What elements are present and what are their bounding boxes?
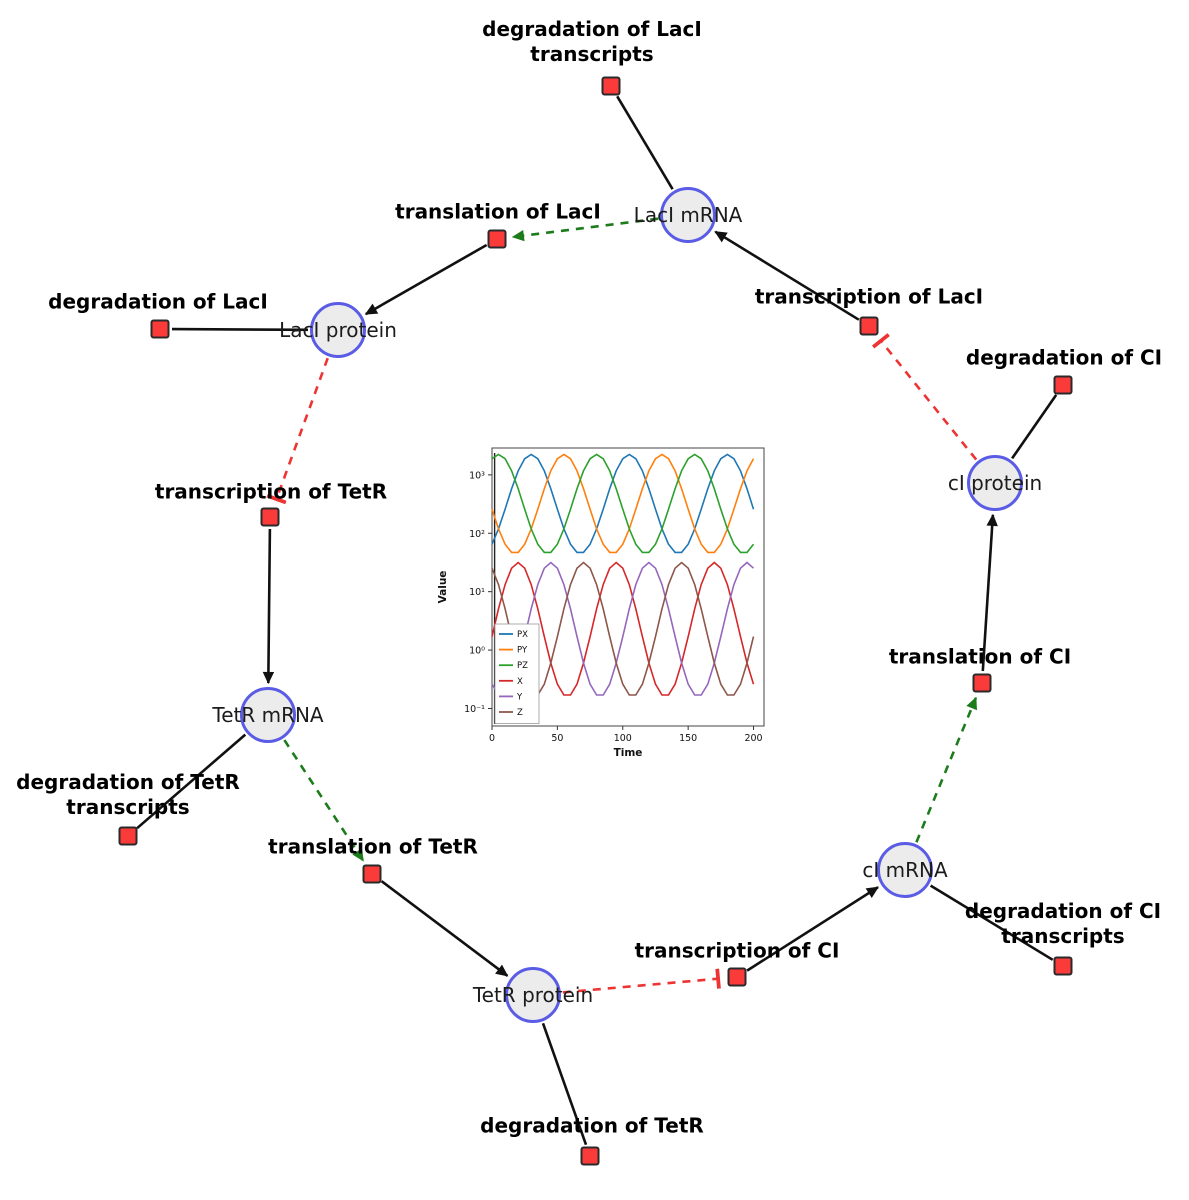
reaction-label: degradation of TetR transcripts bbox=[16, 770, 240, 819]
chart-series-X bbox=[491, 561, 755, 696]
reaction-label: degradation of LacI transcripts bbox=[482, 17, 702, 66]
edge-consumption-tetr_mrna-deg_tetr_tx bbox=[136, 733, 247, 830]
edge-inhibition-laci_protein-tc_tetr bbox=[266, 357, 329, 505]
edge-consumption-laci_mrna-deg_laci_tx bbox=[616, 95, 674, 190]
x-tick-label: 0 bbox=[489, 733, 495, 744]
reaction-label: degradation of TetR bbox=[480, 1113, 704, 1138]
legend-label-PX: PX bbox=[517, 630, 528, 640]
species-label: cI mRNA bbox=[862, 858, 948, 882]
legend-label-Y: Y bbox=[516, 692, 523, 702]
edge-inhibition-ci_protein-tc_laci bbox=[871, 333, 978, 461]
edge-production-transl_laci-laci_protein bbox=[364, 243, 488, 316]
y-tick-label: 10⁰ bbox=[469, 646, 485, 657]
x-tick-label: 150 bbox=[679, 733, 697, 744]
reaction-node-translation-tetr[interactable] bbox=[362, 864, 382, 884]
edge-production-transl_tetr-tetr_protein bbox=[380, 880, 509, 977]
reaction-label: transcription of CI bbox=[634, 938, 840, 963]
legend-label-Z: Z bbox=[517, 708, 523, 718]
species-label: LacI protein bbox=[279, 318, 397, 342]
species-label: TetR mRNA bbox=[212, 703, 324, 727]
reaction-node-deg-laci-transcripts[interactable] bbox=[601, 76, 621, 96]
reaction-node-transcription-ci[interactable] bbox=[727, 967, 747, 987]
reaction-label: transcription of LacI bbox=[754, 284, 984, 309]
species-label: cI protein bbox=[947, 471, 1043, 495]
y-tick-label: 10³ bbox=[469, 470, 485, 481]
legend-label-PZ: PZ bbox=[517, 661, 528, 671]
reaction-node-transcription-laci[interactable] bbox=[859, 316, 879, 336]
edge-consumption-laci_protein-deg_laci bbox=[171, 327, 309, 332]
edge-production-tc_laci-laci_mrna bbox=[714, 230, 860, 321]
x-axis-label: Time bbox=[614, 747, 643, 759]
reaction-node-deg-ci[interactable] bbox=[1053, 375, 1073, 395]
species-node-tetr-mrna[interactable]: TetR mRNA bbox=[212, 687, 324, 743]
edge-production-tc_ci-ci_mrna bbox=[746, 886, 879, 972]
edge-production-tc_tetr-tetr_mrna bbox=[262, 528, 275, 685]
y-tick-label: 10⁻¹ bbox=[464, 704, 485, 715]
reaction-label: degradation of LacI bbox=[48, 289, 268, 314]
edge-consumption-ci_protein-deg_ci bbox=[1011, 394, 1058, 460]
reaction-label: translation of CI bbox=[888, 644, 1072, 669]
reaction-label: transcription of TetR bbox=[154, 479, 388, 504]
chart-series-PX bbox=[491, 453, 755, 554]
species-node-tetr-protein[interactable]: TetR protein bbox=[473, 967, 593, 1023]
reaction-node-deg-tetr-transcripts[interactable] bbox=[118, 826, 138, 846]
reaction-label: translation of LacI bbox=[395, 199, 601, 224]
edge-modifier-laci_mrna-transl_laci bbox=[511, 217, 659, 242]
y-tick-label: 10¹ bbox=[469, 587, 485, 598]
reaction-node-deg-laci[interactable] bbox=[150, 319, 170, 339]
chart-series-Y bbox=[491, 561, 755, 696]
species-node-laci-mrna[interactable]: LacI mRNA bbox=[634, 187, 742, 243]
species-node-ci-mrna[interactable]: cI mRNA bbox=[862, 842, 948, 898]
legend-label-PY: PY bbox=[517, 646, 528, 656]
chart-legend-box bbox=[494, 623, 540, 724]
reaction-node-translation-laci[interactable] bbox=[487, 229, 507, 249]
species-label: TetR protein bbox=[472, 983, 594, 1007]
reaction-label: translation of TetR bbox=[268, 834, 478, 859]
reaction-node-translation-ci[interactable] bbox=[972, 673, 992, 693]
y-tick-label: 10² bbox=[469, 529, 485, 540]
x-tick-label: 200 bbox=[744, 733, 762, 744]
edge-modifier-ci_mrna-transl_ci bbox=[915, 696, 978, 843]
chart-series-PY bbox=[491, 453, 755, 554]
x-tick-label: 100 bbox=[614, 733, 632, 744]
edge-consumption-ci_mrna-deg_ci_tx bbox=[929, 884, 1054, 961]
y-axis-label: Value bbox=[437, 571, 449, 604]
edge-inhibition-tetr_protein-tc_ci bbox=[562, 968, 721, 994]
species-label: LacI mRNA bbox=[633, 203, 743, 227]
edge-consumption-tetr_protein-deg_tetr bbox=[541, 1022, 588, 1146]
species-node-ci-protein[interactable]: cI protein bbox=[948, 455, 1042, 511]
edge-production-transl_ci-ci_protein bbox=[981, 513, 998, 672]
chart-series-PZ bbox=[491, 453, 755, 554]
reaction-node-deg-ci-transcripts[interactable] bbox=[1053, 956, 1073, 976]
legend-label-X: X bbox=[517, 677, 523, 687]
reaction-label: degradation of CI bbox=[965, 345, 1163, 370]
x-tick-label: 50 bbox=[551, 733, 563, 744]
species-node-laci-protein[interactable]: LacI protein bbox=[279, 302, 397, 358]
reaction-label: degradation of CI transcripts bbox=[964, 899, 1162, 948]
reaction-node-transcription-tetr[interactable] bbox=[260, 507, 280, 527]
reaction-node-deg-tetr[interactable] bbox=[580, 1146, 600, 1166]
